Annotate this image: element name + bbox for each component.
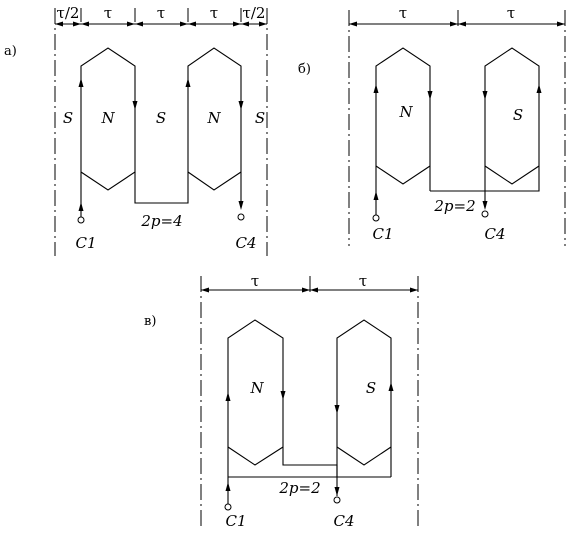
terminal-start: [77, 216, 85, 224]
panel-c-label: в): [144, 314, 156, 329]
pole-pitch-label: τ: [210, 4, 218, 22]
terminal-start-label: C1: [75, 234, 96, 252]
terminal-start-label: C1: [225, 512, 246, 530]
current-arrow-down: [482, 91, 488, 100]
pole-label: N: [398, 103, 413, 121]
pole-pitch-label: τ: [399, 4, 407, 22]
coil-2: [336, 319, 392, 477]
current-arrow-down: [427, 91, 433, 100]
terminal-end: [237, 213, 245, 221]
pole-label: S: [366, 379, 376, 397]
pole-pitch-label: τ/2: [243, 4, 266, 22]
pole-pitch-label: τ: [157, 4, 165, 22]
current-arrow-up: [373, 84, 379, 93]
pole-label: S: [255, 109, 265, 127]
coil-1: [375, 47, 431, 204]
pole-pitch-label: τ: [251, 272, 259, 290]
current-arrow-down: [280, 391, 286, 400]
panel-a: а) τ/2 τ τ τ τ/2: [4, 4, 268, 256]
current-arrow-up: [185, 78, 191, 87]
pole-pitch-label: τ/2: [57, 4, 80, 22]
inter-coil-connection: [134, 172, 189, 204]
current-arrow-up: [225, 392, 231, 401]
current-arrow-down: [238, 101, 244, 110]
terminal-arrow: [225, 482, 231, 491]
panel-c: в) τ τ N S 2p=2 C1 C4: [144, 272, 419, 530]
terminal-arrow: [334, 487, 340, 496]
pole-pitch-label: τ: [359, 272, 367, 290]
current-arrow-up: [388, 382, 394, 391]
current-arrow-up: [536, 84, 542, 93]
inter-coil-connection: [282, 447, 338, 477]
terminal-end-label: C4: [484, 225, 505, 243]
coil-2: [187, 47, 242, 205]
pole-pitch-label: τ: [507, 4, 515, 22]
coil-1: [80, 47, 136, 205]
pole-label: S: [156, 109, 166, 127]
terminal-start: [372, 214, 380, 222]
panel-b: б) τ τ N S 2p=2 C1 C4: [298, 4, 566, 246]
terminal-start: [224, 503, 232, 511]
terminal-end: [333, 496, 341, 504]
inter-coil-connection: [430, 166, 540, 192]
terminal-end-label: C4: [235, 234, 256, 252]
current-arrow-up: [78, 78, 84, 87]
pole-count-label: 2p=2: [278, 479, 320, 497]
pole-label: S: [513, 106, 523, 124]
pole-pitch-label: τ: [104, 4, 112, 22]
current-arrow-down: [334, 405, 340, 414]
current-arrow-down: [132, 101, 138, 110]
pole-count-label: 2p=2: [433, 197, 475, 215]
panel-b-label: б): [298, 62, 311, 77]
terminal-arrow: [482, 201, 488, 210]
pole-label: S: [63, 109, 73, 127]
panel-a-label: а): [4, 44, 17, 59]
pole-count-label: 2p=4: [140, 212, 182, 230]
coil-2: [484, 47, 540, 207]
pole-label: N: [249, 379, 264, 397]
terminal-end-label: C4: [333, 512, 354, 530]
terminal-start-label: C1: [372, 225, 393, 243]
pole-label: N: [100, 109, 115, 127]
coil-1: [227, 319, 284, 497]
terminal-arrow: [373, 191, 379, 200]
terminal-end: [481, 210, 489, 218]
terminal-arrow: [238, 201, 244, 210]
pole-label: N: [206, 109, 221, 127]
